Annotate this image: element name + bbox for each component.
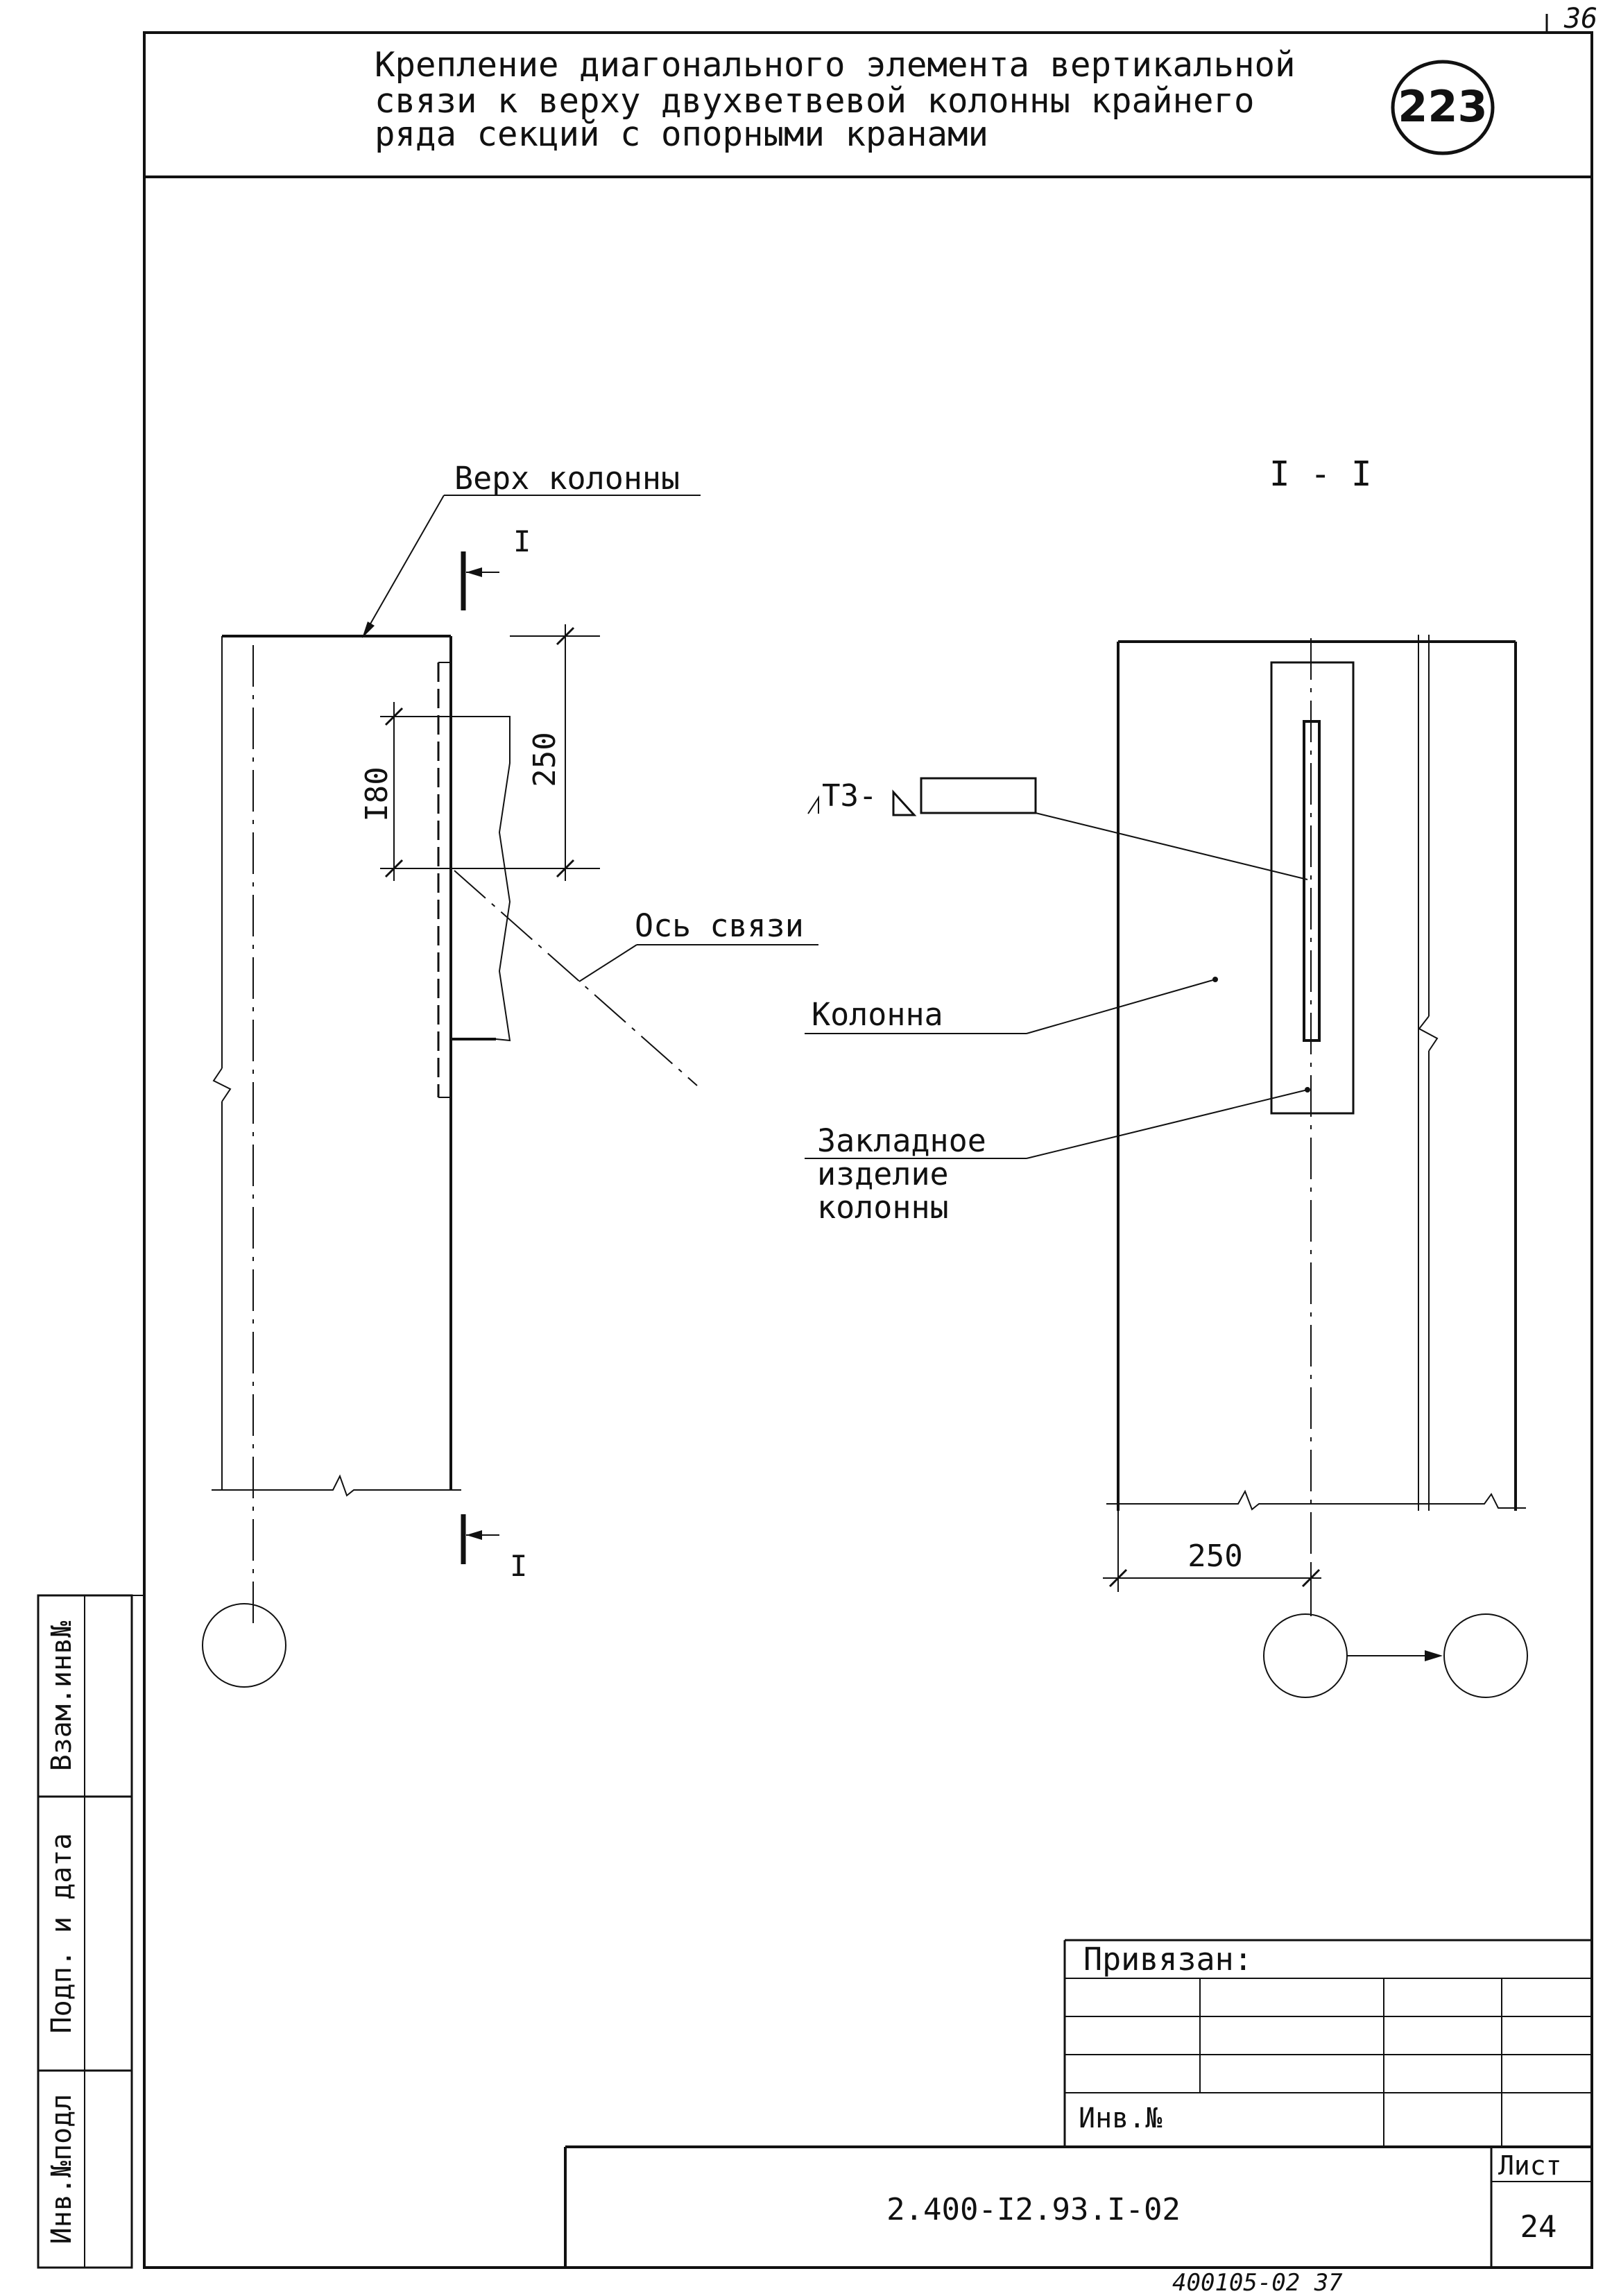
- section-mark-top-label: I: [513, 524, 531, 558]
- dimension-250-right-value: 250: [1187, 1539, 1242, 1574]
- section-mark-bottom-label: I: [510, 1549, 527, 1583]
- sheet-frame: [143, 14, 1593, 2269]
- side-stamp-original-inv: Инв.№подл: [46, 2094, 78, 2245]
- binding-inv-label: Инв.№: [1079, 2102, 1162, 2134]
- title-block: [564, 2145, 1592, 2268]
- title-line-1: Крепление диагонального элемента вертика…: [375, 45, 1296, 85]
- section-title: I - I: [1269, 454, 1372, 494]
- title-line-2: связи к верху двухветвевой колонны крайн…: [375, 81, 1255, 121]
- document-code: 2.400-I2.93.I-02: [886, 2192, 1181, 2227]
- left-column-view: [212, 635, 698, 1623]
- weld-marker: [807, 777, 1308, 880]
- bracing-axis-leader: [578, 944, 818, 982]
- dimension-250-left: [458, 624, 600, 881]
- binding-title: Привязан:: [1083, 1941, 1253, 1978]
- weld-marker-label: Т3-: [822, 778, 877, 814]
- bracing-axis-label: Ось связи: [635, 907, 804, 944]
- top-of-column-leader: [362, 495, 701, 638]
- binding-table: [1063, 1939, 1592, 2147]
- title-line-3: ряда секций с опорными кранами: [375, 114, 988, 154]
- axis-marker-circle-far: [1443, 1613, 1528, 1698]
- section-mark-bottom: [461, 1514, 499, 1564]
- column-leader: [805, 979, 1216, 1034]
- side-stamp-sign-date: Подп. и дата: [46, 1833, 78, 2034]
- section-mark-top: [461, 551, 499, 610]
- axis-marker-circle-right: [1263, 1613, 1348, 1698]
- sheet-number: 24: [1520, 2209, 1557, 2245]
- node-number: 223: [1398, 81, 1487, 132]
- dimension-250-left-value: 250: [527, 732, 563, 787]
- axis-marker-arrow: [1347, 1650, 1443, 1661]
- side-stamp: [37, 1594, 144, 2269]
- right-column-view: [1106, 635, 1526, 1616]
- dimension-180-value: I80: [359, 766, 395, 821]
- embedded-item-label-line-2: изделие: [817, 1156, 949, 1192]
- side-stamp-replaced-inv: Взам.инв№: [46, 1621, 78, 1772]
- top-of-column-label: Верх колонны: [454, 460, 680, 497]
- dimension-180: [380, 702, 510, 881]
- bottom-note: 400105-02 37: [1172, 2269, 1343, 2296]
- embedded-item-label-line-3: колонны: [817, 1189, 949, 1226]
- embedded-item-leader: [805, 1089, 1308, 1159]
- node-number-badge: 223: [1391, 60, 1495, 155]
- dimension-250-right: [1103, 1511, 1321, 1592]
- corner-sheet-number: 36: [1563, 3, 1597, 35]
- embedded-item-label-line-1: Закладное: [817, 1122, 986, 1159]
- sheet-label: Лист: [1498, 2150, 1562, 2181]
- axis-marker-circle-left: [202, 1603, 286, 1688]
- column-label: Колонна: [812, 996, 943, 1033]
